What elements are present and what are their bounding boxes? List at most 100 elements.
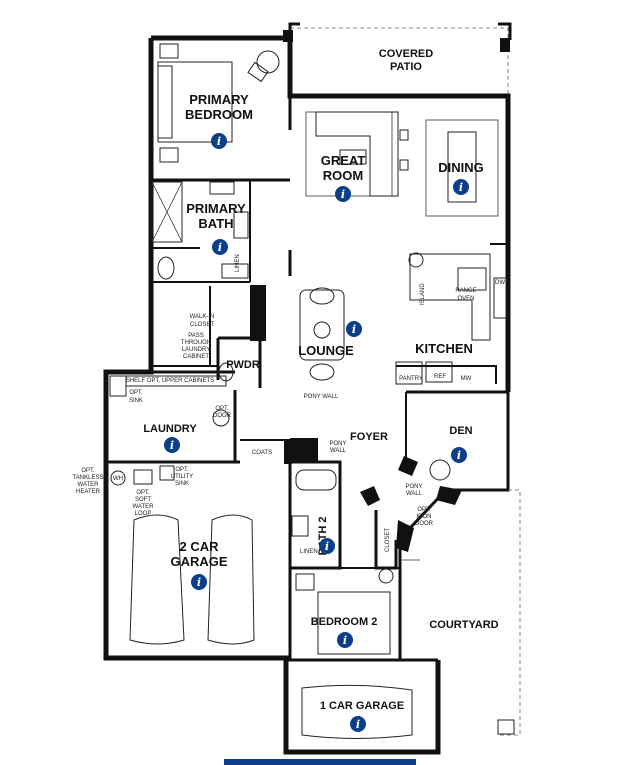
one-car-garage-label: 1 CAR GARAGE <box>320 700 404 712</box>
info-icon <box>451 447 467 463</box>
info-icon <box>212 239 228 255</box>
dw-note: DW <box>495 280 505 286</box>
info-button-bath-2[interactable]: i <box>319 538 335 554</box>
info-buttons: i i i i i i i i <box>164 133 469 732</box>
shelf-upper-note: SHELF OPT. UPPER CABINETS <box>126 378 214 384</box>
opt-door-note-1: OPT. <box>215 406 229 412</box>
opt-iron-door-note-1: OPT. <box>417 507 431 513</box>
info-button-bedroom-2[interactable]: i <box>337 632 353 648</box>
svg-text:i: i <box>343 634 347 647</box>
covered-patio-label-1: COVERED <box>379 48 433 60</box>
fixtures <box>109 43 515 739</box>
pass-through-note-1: PASS <box>188 333 204 339</box>
den-label: DEN <box>449 425 472 437</box>
svg-text:i: i <box>197 576 201 589</box>
info-icon <box>164 437 180 453</box>
mw-note: MW <box>461 376 472 382</box>
dining-label: DINING <box>438 160 484 175</box>
opt-iron-door-note-2: IRON <box>417 514 432 520</box>
primary-bath-label-2: BATH <box>198 216 233 231</box>
opt-utility-sink-note-3: SINK <box>175 481 189 487</box>
info-icon <box>346 321 362 337</box>
primary-bedroom-label-2: BEDROOM <box>185 107 253 122</box>
info-button-two-car-garage[interactable]: i <box>191 574 207 590</box>
walls <box>103 22 521 765</box>
info-button-one-car-garage[interactable]: i <box>350 716 366 732</box>
great-room-label-1: GREAT <box>321 153 366 168</box>
svg-text:i: i <box>325 540 329 553</box>
range-oven-note-2: OVEN <box>457 296 474 302</box>
island-note: ISLAND <box>420 283 426 305</box>
opt-door-note-2: DOOR <box>213 413 232 419</box>
laundry-label: LAUNDRY <box>143 423 197 435</box>
pass-through-note-3: LAUNDRY <box>182 347 211 353</box>
covered-patio-label-2: PATIO <box>390 61 422 73</box>
plan-notes: WALK-IN CLOSET PASS THROUGH LAUNDRY CABI… <box>73 254 506 555</box>
info-icon <box>335 186 351 202</box>
walk-in-closet-note-2: CLOSET <box>190 322 214 328</box>
pony-wall-foyer-note-1: PONY <box>329 441 346 447</box>
range-oven-note-1: RANGE <box>455 288 476 294</box>
svg-text:i: i <box>217 135 221 148</box>
svg-text:i: i <box>356 718 360 731</box>
pony-wall-lounge-note: PONY WALL <box>304 394 339 400</box>
opt-tankless-note-4: HEATER <box>76 489 101 495</box>
wh-note: WH <box>113 476 123 482</box>
room-labels: COVERED PATIO PRIMARY BEDROOM GREAT ROOM… <box>143 48 498 712</box>
svg-text:i: i <box>457 449 461 462</box>
pony-wall-foyer-note-2: WALL <box>330 448 347 454</box>
pass-through-note-4: CABINET <box>183 354 209 360</box>
opt-sink-note-2: SINK <box>129 398 143 404</box>
opt-tankless-note-3: WATER <box>78 482 100 488</box>
linen-primary-note: LINEN <box>235 254 241 272</box>
opt-soft-water-note-2: SOFT <box>135 497 151 503</box>
linen-bath2-note: LINEN <box>300 549 318 555</box>
opt-soft-water-note-1: OPT. <box>136 490 150 496</box>
info-icon <box>319 538 335 554</box>
svg-text:i: i <box>170 439 174 452</box>
opt-soft-water-note-4: LOOP <box>135 511 152 517</box>
walk-in-closet-note-1: WALK-IN <box>190 314 215 320</box>
coats-note: COATS <box>252 450 272 456</box>
svg-text:i: i <box>459 181 463 194</box>
pantry-note: PANTRY <box>399 376 423 382</box>
opt-soft-water-note-3: WATER <box>133 504 155 510</box>
info-button-great-room[interactable]: i <box>335 186 351 202</box>
info-button-primary-bath[interactable]: i <box>212 239 228 255</box>
lounge-label: LOUNGE <box>298 343 354 358</box>
opt-utility-sink-note-1: OPT. <box>175 467 189 473</box>
info-button-dining[interactable]: i <box>453 179 469 195</box>
info-icon <box>211 133 227 149</box>
info-icon <box>191 574 207 590</box>
svg-text:i: i <box>352 323 356 336</box>
info-button-lounge[interactable]: i <box>346 321 362 337</box>
closet-note: CLOSET <box>385 528 391 552</box>
opt-utility-sink-note-2: UTILITY <box>171 474 193 480</box>
courtyard-label: COURTYARD <box>429 619 498 631</box>
info-icon <box>350 716 366 732</box>
info-icon <box>453 179 469 195</box>
info-button-den[interactable]: i <box>451 447 467 463</box>
opt-tankless-note-1: OPT. <box>81 468 95 474</box>
ref-note: REF <box>434 374 446 380</box>
svg-text:i: i <box>341 188 345 201</box>
foyer-label: FOYER <box>350 431 388 443</box>
pony-wall-den-note-2: WALL <box>406 491 423 497</box>
bedroom-2-label: BEDROOM 2 <box>311 616 378 628</box>
opt-sink-note-1: OPT. <box>129 390 143 396</box>
info-icon <box>337 632 353 648</box>
primary-bath-label-1: PRIMARY <box>186 201 246 216</box>
primary-bedroom-label-1: PRIMARY <box>189 92 249 107</box>
pass-through-note-2: THROUGH <box>181 340 211 346</box>
opt-iron-door-note-3: DOOR <box>415 521 434 527</box>
two-car-garage-label-1: 2 CAR <box>179 539 219 554</box>
info-button-laundry[interactable]: i <box>164 437 180 453</box>
kitchen-label: KITCHEN <box>415 341 473 356</box>
great-room-label-2: ROOM <box>323 168 363 183</box>
opt-tankless-note-2: TANKLESS <box>73 475 104 481</box>
info-button-primary-bedroom[interactable]: i <box>211 133 227 149</box>
svg-text:i: i <box>218 241 222 254</box>
pony-wall-den-note-1: PONY <box>405 484 422 490</box>
pwdr-label: PWDR <box>226 359 260 371</box>
